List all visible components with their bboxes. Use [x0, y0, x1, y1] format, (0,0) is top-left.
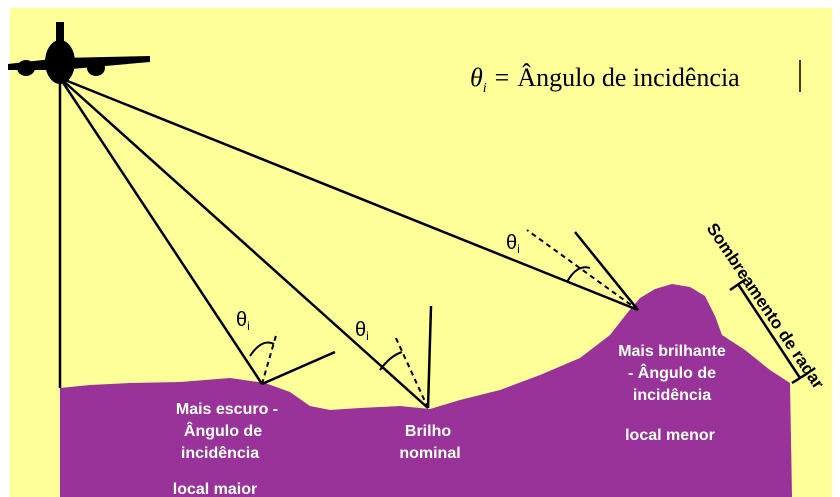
arc-bright [566, 266, 591, 283]
label-dark-line4: local maior [173, 481, 257, 497]
label-nominal-line2: nominal [399, 445, 460, 462]
dash-nominal [394, 335, 429, 409]
airplane-icon [8, 22, 150, 84]
angle-label-bright: θi [506, 232, 520, 256]
label-dark-line2: Ângulo de [184, 421, 262, 440]
shadow-bracket [729, 277, 809, 385]
ray-dark [58, 77, 264, 385]
label-nominal-line1: Brilho [405, 423, 451, 440]
label-bright-group: Mais brilhante - Ângulo de incidência lo… [618, 343, 726, 444]
dash-dark [261, 331, 278, 385]
terrain [60, 284, 792, 497]
ray-bright [59, 76, 639, 312]
label-dark-line3: incidência [181, 445, 259, 462]
label-dark-group: Mais escuro - Ângulo de incidência local… [173, 401, 278, 497]
angle-label-nominal: θi [355, 319, 369, 343]
label-bright-line3: incidência [633, 387, 711, 404]
label-bright-line4: local menor [625, 427, 715, 444]
label-bright-line2: - Ângulo de [628, 363, 716, 382]
legend-equation: θi=Ângulo de incidência [470, 63, 740, 96]
dash-bright [526, 229, 639, 311]
arc-dark [249, 341, 275, 357]
label-bright-line1: Mais brilhante [618, 343, 726, 360]
angle-label-dark: θi [236, 309, 250, 333]
ray-nominal [59, 77, 429, 409]
arc-nominal [379, 351, 403, 371]
normal-bright [574, 231, 639, 311]
label-dark-line1: Mais escuro - [176, 401, 278, 418]
normal-nominal [426, 305, 433, 409]
normal-dark [261, 350, 336, 386]
label-nominal-group: Brilho nominal [399, 423, 460, 462]
